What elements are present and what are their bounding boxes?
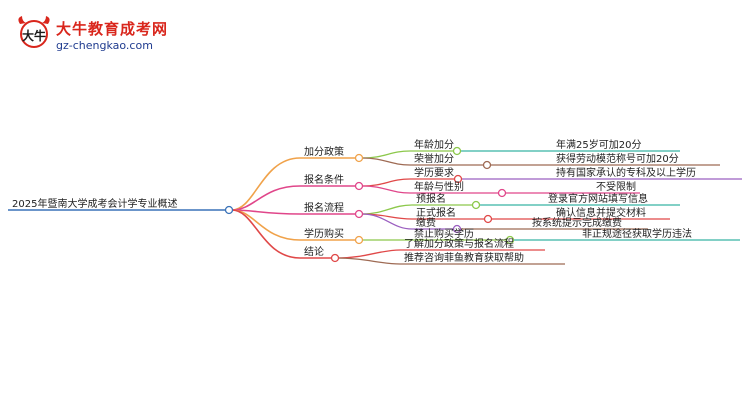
logo-mark-text: 大牛 [22, 28, 46, 43]
pre-node-dot[interactable] [471, 200, 481, 210]
honor-node-dot[interactable] [482, 160, 492, 170]
age-gender-label[interactable]: 年龄与性别 [414, 180, 464, 193]
link-conditions-age [361, 185, 500, 194]
pre-registration-detail[interactable]: 登录官方网站填写信息 [548, 192, 648, 205]
edu-requirement-label[interactable]: 学历要求 [414, 166, 454, 179]
payment-label[interactable]: 缴费 [416, 216, 436, 229]
formal-registration-detail[interactable]: 确认信息并提交材料 [556, 206, 646, 219]
age-bonus-detail[interactable]: 年满25岁可加20分 [556, 138, 641, 151]
link-root-process [231, 209, 357, 215]
formal-registration-label[interactable]: 正式报名 [416, 206, 456, 219]
purchase-node-dot[interactable] [354, 235, 364, 245]
pre-registration-label[interactable]: 预报名 [416, 192, 446, 205]
purchase-label[interactable]: 学历购买 [304, 227, 344, 240]
purchase-ban-detail[interactable]: 非正规途径获取学历违法 [582, 227, 692, 240]
link-root-conditions [231, 185, 357, 211]
age-bonus-label[interactable]: 年龄加分 [414, 138, 454, 151]
policy-label[interactable]: 加分政策 [304, 145, 344, 158]
niu-mascot-icon: 大牛 [18, 16, 50, 48]
root-node-dot[interactable] [224, 205, 234, 215]
conclusion-node-dot[interactable] [330, 253, 340, 263]
site-logo[interactable]: 大牛 大牛教育成考网 gz-chengkao.com [14, 14, 167, 58]
honor-bonus-detail[interactable]: 获得劳动模范称号可加20分 [556, 152, 679, 165]
logo-url: gz-chengkao.com [56, 39, 153, 52]
policy-node-dot[interactable] [354, 153, 364, 163]
purchase-ban-label[interactable]: 禁止购买学历 [414, 227, 474, 240]
conclusion-item-1[interactable]: 了解加分政策与报名流程 [404, 237, 514, 250]
edu-requirement-detail[interactable]: 持有国家承认的专科及以上学历 [556, 166, 696, 179]
formal-node-dot[interactable] [483, 214, 493, 224]
conclusion-label[interactable]: 结论 [304, 245, 324, 258]
link-process-fee [361, 213, 455, 230]
conditions-node-dot[interactable] [354, 181, 364, 191]
conclusion-item-2[interactable]: 推荐咨询菲鱼教育获取帮助 [404, 251, 524, 264]
link-policy-honor [361, 157, 485, 166]
age-gender-detail[interactable]: 不受限制 [596, 180, 636, 193]
root-label[interactable]: 2025年暨南大学成考会计学专业概述 [12, 197, 177, 210]
payment-detail[interactable]: 按系统提示完成缴费 [532, 216, 622, 229]
edu-node-dot[interactable] [453, 174, 463, 184]
ban-node-dot[interactable] [505, 235, 515, 245]
agegender-node-dot[interactable] [497, 188, 507, 198]
age-node-dot[interactable] [452, 146, 462, 156]
conditions-label[interactable]: 报名条件 [304, 173, 344, 186]
fee-node-dot[interactable] [452, 224, 462, 234]
link-root-conclusion [231, 209, 333, 259]
link-conclusion-2 [337, 257, 565, 265]
process-node-dot[interactable] [354, 209, 364, 219]
link-root-policy [231, 157, 357, 211]
honor-bonus-label[interactable]: 荣誉加分 [414, 152, 454, 165]
process-label[interactable]: 报名流程 [304, 201, 344, 214]
logo-title: 大牛教育成考网 [56, 20, 169, 38]
